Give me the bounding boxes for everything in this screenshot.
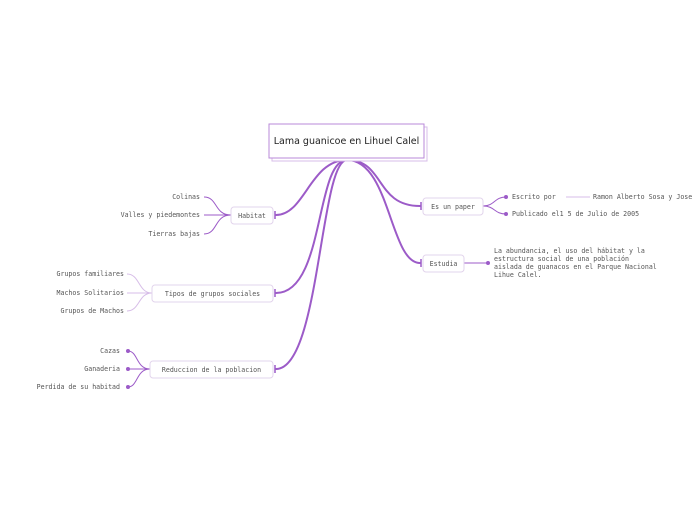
node-estudia[interactable]: Estudia — [422, 254, 465, 273]
reduccion-leaf-connectors — [127, 350, 151, 388]
estudia-description-line-4: Lihue Calel. — [494, 271, 542, 279]
leaf-machos-solitarios[interactable]: Machos Solitarios — [57, 289, 125, 297]
connector-reduccion — [275, 159, 348, 370]
node-reduccion[interactable]: Reduccion de la poblacion — [149, 360, 274, 379]
estudia-description-line-1: La abundancia, el uso del hábitat y la — [494, 247, 645, 255]
estudia-description[interactable]: La abundancia, el uso del hábitat y la e… — [494, 247, 657, 279]
leaf-grupos-de-machos[interactable]: Grupos de Machos — [60, 307, 124, 315]
branch-end-markers — [274, 202, 422, 373]
estudia-description-line-3: aislada de guanacos en el Parque Naciona… — [494, 263, 657, 271]
leaf-escrito-por[interactable]: Escrito por — [512, 193, 556, 201]
estudia-description-line-2: estructura social de una población — [494, 255, 629, 263]
habitat-leaf-connectors — [203, 196, 232, 235]
main-connectors — [275, 159, 421, 370]
leaf-grupos-familiares[interactable]: Grupos familiares — [57, 270, 125, 278]
leaf-author[interactable]: Ramon Alberto Sosa y Jose — [593, 193, 692, 201]
connector-estudia — [346, 159, 421, 264]
leaf-ganaderia[interactable]: Ganaderia — [84, 365, 120, 373]
leaf-cazas[interactable]: Cazas — [100, 347, 120, 355]
leaf-colinas[interactable]: Colinas — [172, 193, 200, 201]
junction-dots — [126, 195, 508, 389]
leaf-valles[interactable]: Valles y piedemontes — [121, 211, 200, 219]
paper-leaf-connectors — [482, 196, 507, 215]
node-habitat-label: Habitat — [238, 212, 266, 220]
leaf-tierras-bajas[interactable]: Tierras bajas — [148, 230, 200, 238]
node-paper[interactable]: Es un paper — [422, 197, 484, 216]
node-reduccion-label: Reduccion de la poblacion — [162, 366, 261, 374]
central-node[interactable]: Lama guanicoe en Lihuel Calel — [268, 123, 428, 162]
node-grupos[interactable]: Tipos de grupos sociales — [151, 284, 274, 303]
node-grupos-label: Tipos de grupos sociales — [165, 290, 260, 298]
grupos-leaf-connectors — [126, 273, 153, 312]
connector-grupos — [275, 159, 348, 294]
node-habitat[interactable]: Habitat — [230, 206, 274, 225]
node-paper-label: Es un paper — [431, 203, 475, 211]
connector-habitat — [275, 159, 348, 216]
node-estudia-label: Estudia — [430, 260, 458, 268]
leaf-publicado[interactable]: Publicado el1 5 de Julio de 2005 — [512, 210, 639, 218]
central-title: Lama guanicoe en Lihuel Calel — [274, 136, 420, 147]
leaf-perdida-habitad[interactable]: Perdida de su habitad — [37, 383, 120, 391]
